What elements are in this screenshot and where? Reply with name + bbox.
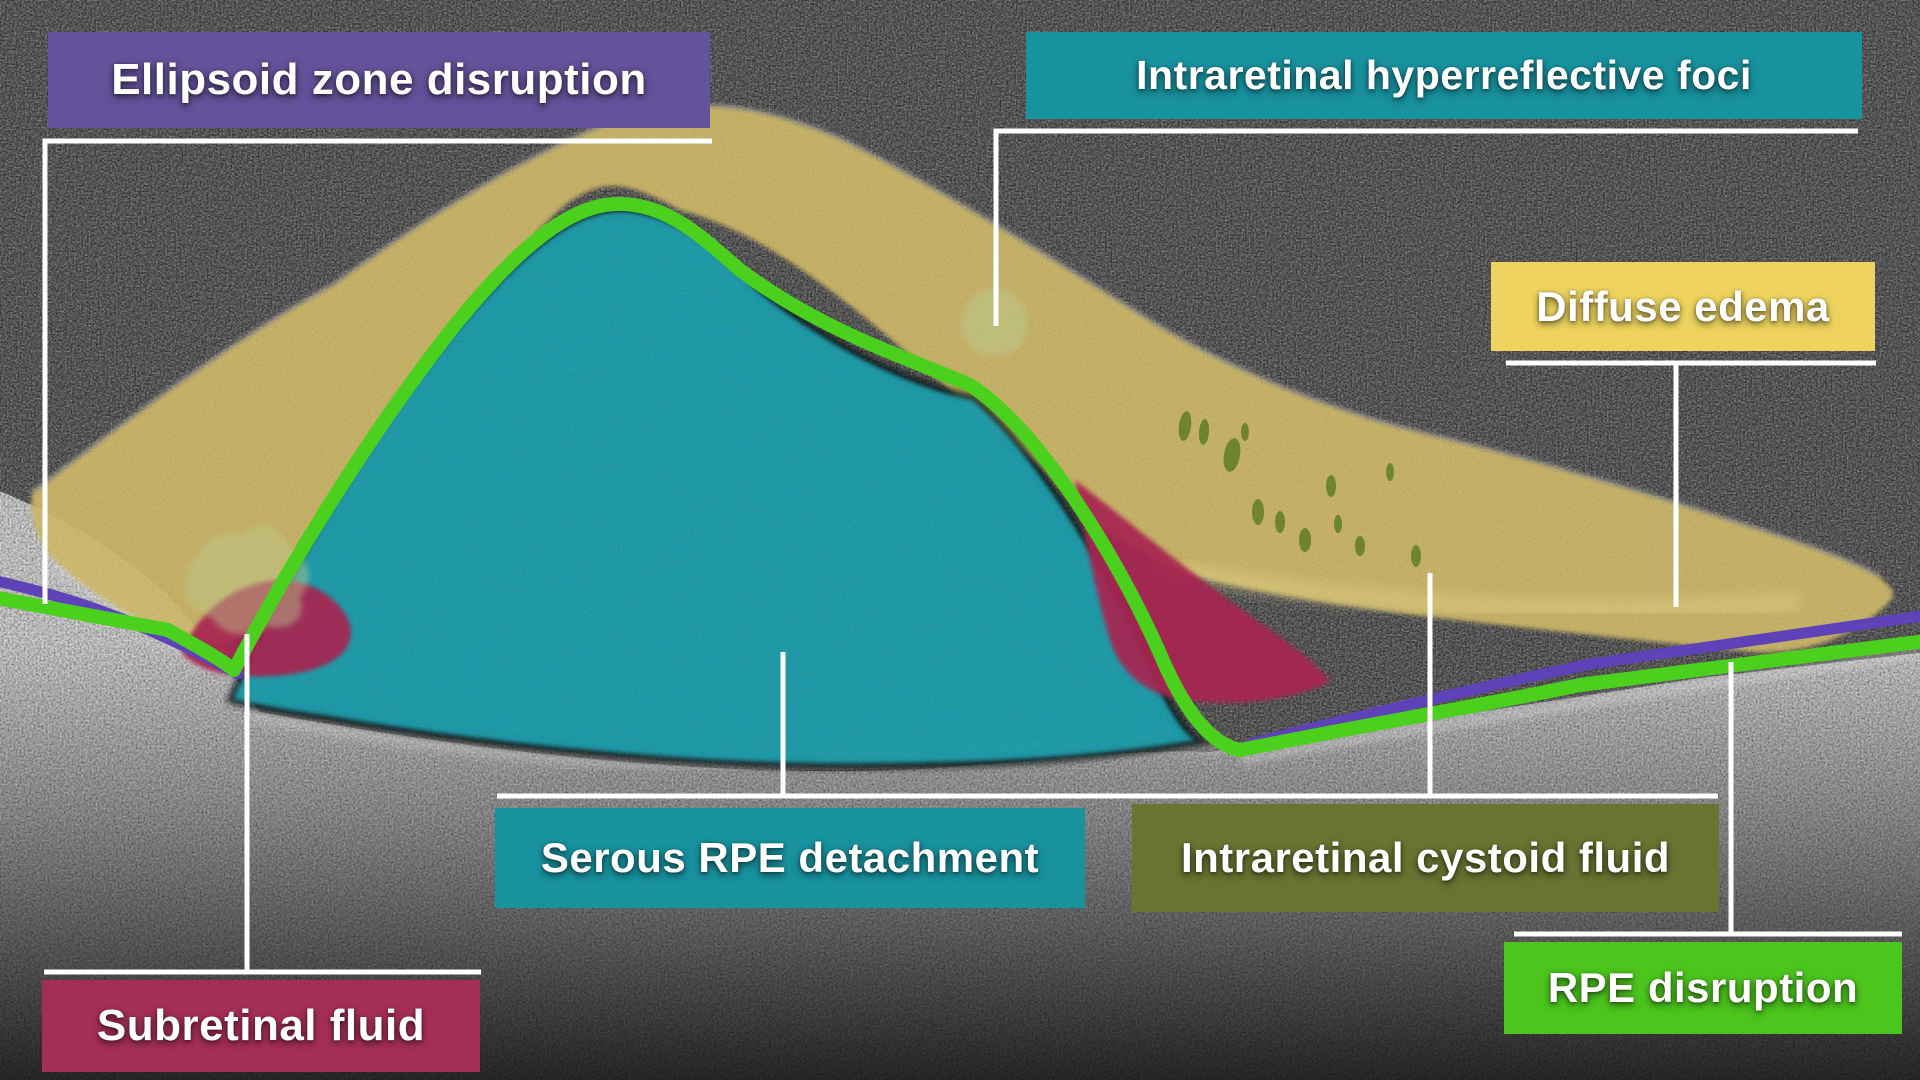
label-intraretinal-cystoid-fluid: Intraretinal cystoid fluid bbox=[1132, 804, 1719, 912]
label-rpe-disruption: RPE disruption bbox=[1504, 942, 1902, 1034]
leader-lines bbox=[42, 128, 1902, 975]
label-serous-rpe-detachment: Serous RPE detachment bbox=[495, 808, 1085, 908]
leader-ellipsoid bbox=[42, 138, 712, 604]
label-diffuse-edema: Diffuse edema bbox=[1491, 262, 1875, 351]
ellipsoid-zone-line-right bbox=[1244, 610, 1920, 750]
label-intraretinal-hyperreflective-foci: Intraretinal hyperreflective foci bbox=[1026, 32, 1862, 119]
edema-bright-wisp bbox=[1148, 555, 1801, 619]
cystoid-fluid-dots bbox=[1178, 411, 1421, 567]
pale-focus-cluster-left bbox=[184, 525, 309, 635]
label-ellipsoid-zone-disruption: Ellipsoid zone disruption bbox=[48, 32, 710, 128]
rpe-line bbox=[0, 196, 1920, 757]
leader-foci bbox=[993, 128, 1858, 326]
right-bright-band bbox=[1238, 646, 1920, 766]
label-subretinal-fluid: Subretinal fluid bbox=[42, 980, 480, 1072]
